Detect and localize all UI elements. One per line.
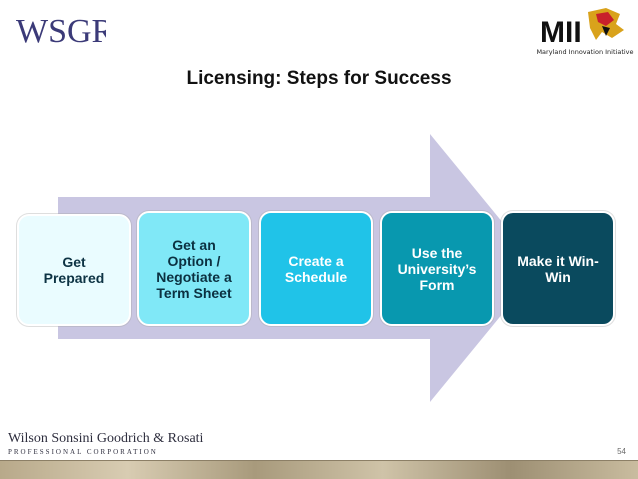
footer-divider [0, 460, 638, 461]
mii-tagline: Maryland Innovation Initiative [536, 48, 634, 56]
step-line: Create a [288, 252, 344, 269]
step-line: Schedule [284, 268, 348, 285]
step-line: Make it Win- [517, 252, 599, 269]
step-create-schedule: Create a Schedule [259, 211, 373, 326]
firm-subtitle: PROFESSIONAL CORPORATION [8, 448, 158, 456]
step-line: Term Sheet [156, 284, 232, 301]
wsgr-logo: WSGR [16, 13, 106, 50]
step-line: University’s [397, 260, 477, 277]
step-line: Negotiate a [156, 268, 232, 285]
step-get-prepared: Get Prepared [17, 214, 131, 326]
step-line: Win [545, 268, 571, 285]
mii-logo-text: MII [540, 16, 582, 48]
footer-banner [0, 461, 638, 479]
slide-title: Licensing: Steps for Success [186, 68, 452, 89]
step-line: Use the [411, 244, 463, 261]
step-line: Form [419, 276, 455, 293]
step-line: Prepared [43, 270, 105, 286]
step-line: Get [62, 254, 86, 270]
page-number: 54 [617, 447, 626, 456]
step-win-win: Make it Win- Win [501, 211, 615, 326]
step-line: Option / [167, 252, 221, 269]
firm-name: Wilson Sonsini Goodrich & Rosati [8, 431, 204, 446]
step-use-form: Use the University’s Form [380, 211, 494, 326]
wsgr-logo-text: WSGR [16, 13, 106, 50]
mii-logo: MII Maryland Innovation Initiative [536, 4, 634, 60]
maryland-map-icon: MII [540, 8, 624, 49]
step-get-option: Get an Option / Negotiate a Term Sheet [137, 211, 251, 326]
step-line: Get an [172, 236, 216, 253]
